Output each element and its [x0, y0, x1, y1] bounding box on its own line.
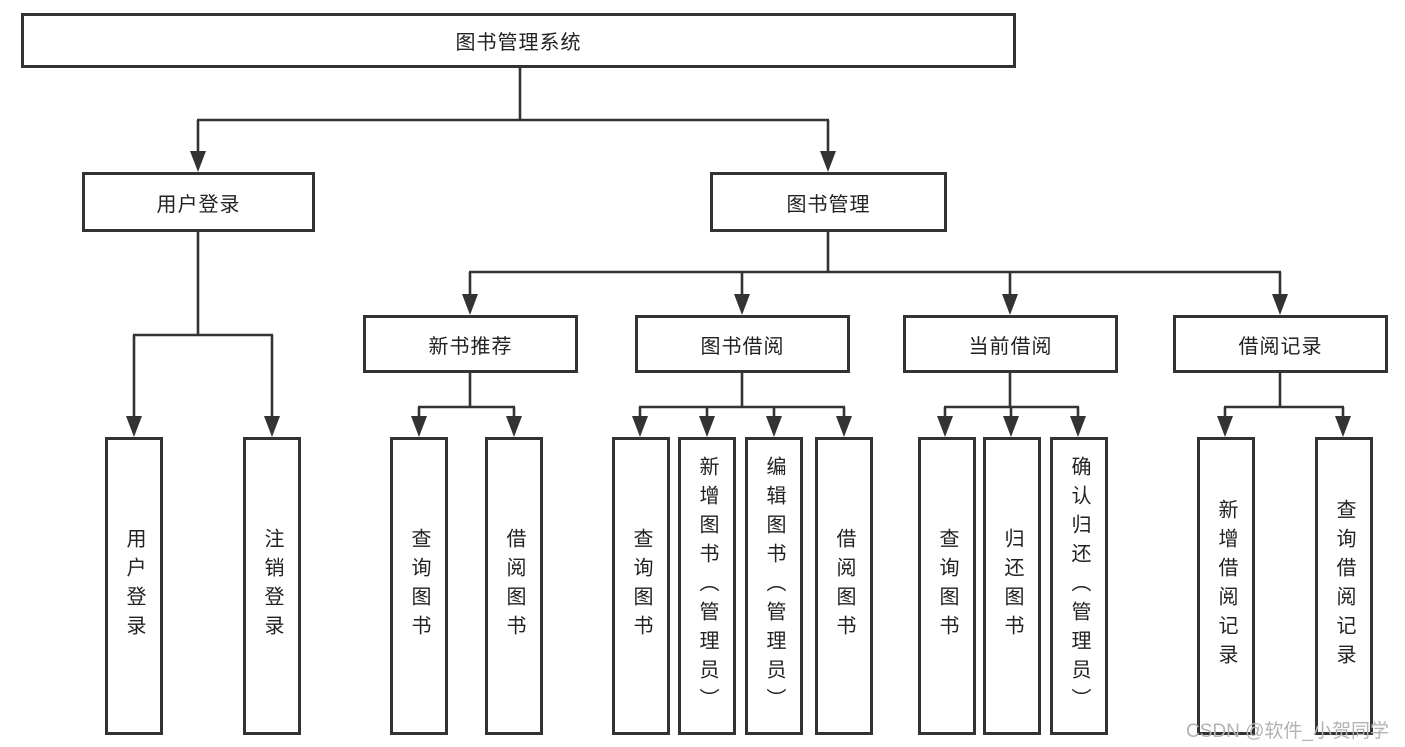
- leaf-borrow-books: 借阅图书: [815, 437, 873, 735]
- node-book-borrow-label: 图书借阅: [700, 335, 785, 358]
- node-root-label: 图书管理系统: [455, 32, 582, 54]
- node-book-management-label: 图书管理: [786, 193, 871, 216]
- leaf-query-books-current: 查询图书: [918, 437, 976, 735]
- leaf-query-borrow-record-label: 查询借阅记录: [1333, 499, 1355, 673]
- leaf-add-books-admin: 新增图书（管理员）: [678, 437, 736, 735]
- leaf-query-borrow-record: 查询借阅记录: [1315, 437, 1373, 735]
- node-root: 图书管理系统: [21, 13, 1016, 68]
- node-new-book-recommend: 新书推荐: [363, 315, 578, 373]
- leaf-user-login-label: 用户登录: [123, 528, 145, 644]
- node-book-management: 图书管理: [710, 172, 947, 232]
- leaf-borrow-books-recommend-label: 借阅图书: [503, 528, 525, 644]
- node-new-book-recommend-label: 新书推荐: [428, 335, 513, 358]
- leaf-add-borrow-record-label: 新增借阅记录: [1215, 499, 1237, 673]
- leaf-query-books-recommend: 查询图书: [390, 437, 448, 735]
- node-book-borrow: 图书借阅: [635, 315, 850, 373]
- leaf-edit-books-admin-label: 编辑图书（管理员）: [763, 455, 785, 717]
- leaf-add-books-admin-label: 新增图书（管理员）: [696, 455, 718, 717]
- leaf-query-books-borrow: 查询图书: [612, 437, 670, 735]
- leaf-borrow-books-label: 借阅图书: [833, 528, 855, 644]
- leaf-return-books: 归还图书: [983, 437, 1041, 735]
- leaf-query-books-current-label: 查询图书: [936, 528, 958, 644]
- leaf-confirm-return-admin-label: 确认归还（管理员）: [1068, 455, 1090, 717]
- leaf-add-borrow-record: 新增借阅记录: [1197, 437, 1255, 735]
- leaf-user-login: 用户登录: [105, 437, 163, 735]
- leaf-logout: 注销登录: [243, 437, 301, 735]
- node-current-borrow-label: 当前借阅: [968, 335, 1053, 358]
- node-borrow-records: 借阅记录: [1173, 315, 1388, 373]
- leaf-logout-label: 注销登录: [261, 528, 283, 644]
- csdn-watermark: CSDN @软件_小贺同学: [1186, 721, 1389, 742]
- leaf-query-books-borrow-label: 查询图书: [630, 528, 652, 644]
- node-user-login: 用户登录: [82, 172, 315, 232]
- leaf-return-books-label: 归还图书: [1001, 528, 1023, 644]
- leaf-confirm-return-admin: 确认归还（管理员）: [1050, 437, 1108, 735]
- leaf-borrow-books-recommend: 借阅图书: [485, 437, 543, 735]
- node-current-borrow: 当前借阅: [903, 315, 1118, 373]
- node-user-login-label: 用户登录: [156, 193, 241, 216]
- leaf-edit-books-admin: 编辑图书（管理员）: [745, 437, 803, 735]
- leaf-query-books-recommend-label: 查询图书: [408, 528, 430, 644]
- node-borrow-records-label: 借阅记录: [1238, 335, 1323, 358]
